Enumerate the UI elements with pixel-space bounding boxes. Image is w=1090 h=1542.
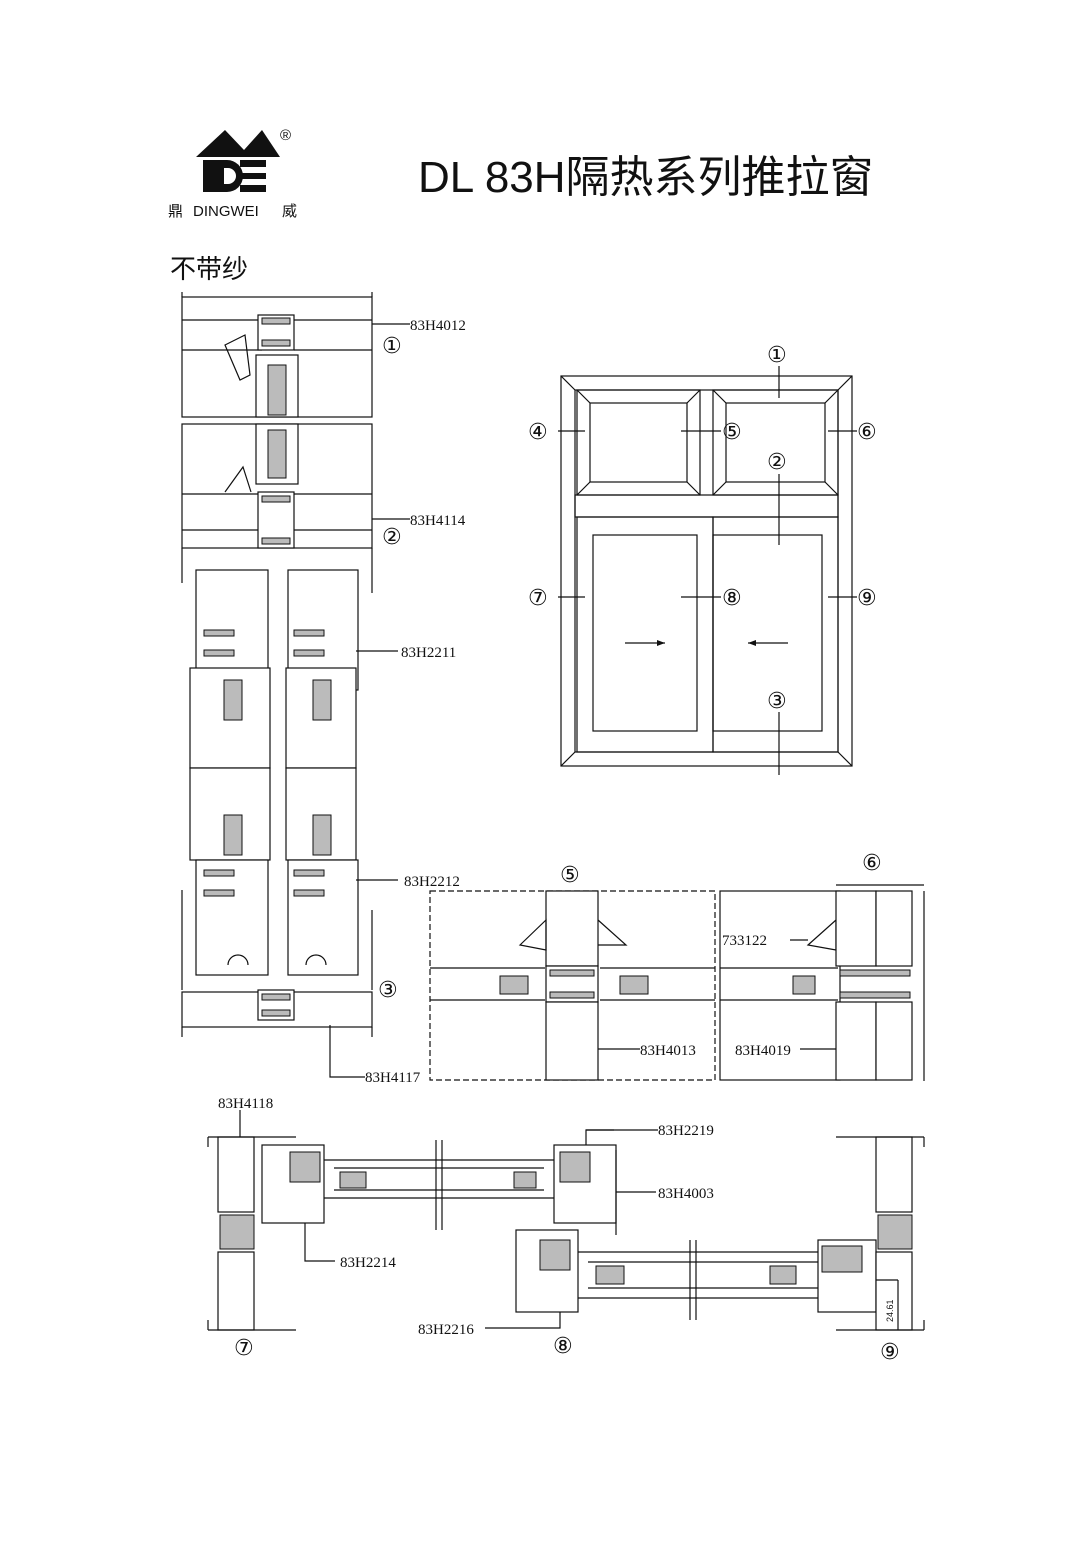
marker-3: ③ [378,978,398,1003]
page-title: DL 83H隔热系列推拉窗 [418,153,874,202]
registered-mark: ® [280,127,291,144]
part-label-83H2214: 83H2214 [340,1255,396,1271]
horizontal-section: 24.61 83H4118 83H2219 83H4003 83H2214 83… [207,1096,925,1365]
arrow-right-icon [657,640,665,646]
part-label-83H4117: 83H4117 [365,1070,421,1086]
part-label-83H4003: 83H4003 [658,1186,714,1202]
part-label-83H4118: 83H4118 [218,1096,273,1112]
part-label-83H2211: 83H2211 [401,645,456,661]
elev-marker-3: ③ [767,689,787,714]
elev-marker-9: ⑨ [857,586,877,611]
arrow-left-icon [748,640,756,646]
logo-brand: DINGWEI [193,203,259,220]
vertical-section [181,292,373,1037]
part-label-83H2216: 83H2216 [418,1322,474,1338]
vertical-section-callouts: 83H4012 ① 83H4114 ② 83H2211 83H2212 ③ 83… [329,318,466,1086]
detail-marker-5: ⑤ [560,863,580,888]
detail-5-6: ⑤ ⑥ 733122 83H4013 83H4019 [429,851,925,1081]
part-label-83H2219: 83H2219 [658,1123,714,1139]
section-marker-9: ⑨ [880,1340,900,1365]
part-label-83H4019: 83H4019 [735,1043,791,1059]
detail-marker-6: ⑥ [862,851,882,876]
section-subtitle: 不带纱 [170,255,248,285]
elev-marker-4: ④ [528,420,548,445]
section-marker-8: ⑧ [553,1334,573,1359]
elev-marker-2: ② [767,450,787,475]
elev-marker-8: ⑧ [722,586,742,611]
part-label-83H2212: 83H2212 [404,874,460,890]
elev-marker-5: ⑤ [722,420,742,445]
marker-2: ② [382,525,402,550]
part-label-83H4013: 83H4013 [640,1043,696,1059]
dimension-label: 24.61 [885,1299,895,1322]
section-marker-7: ⑦ [234,1336,254,1361]
part-label-733122: 733122 [722,933,767,949]
dingwei-logo: ® 鼎 DINGWEI 威 [168,127,297,220]
elev-marker-6: ⑥ [857,420,877,445]
part-label-83H4114: 83H4114 [410,513,466,529]
marker-1: ① [382,334,402,359]
logo-char-left: 鼎 [168,203,183,220]
window-elevation: ① ④ ⑤ ⑥ ② ⑦ ⑧ ⑨ ③ [528,343,877,775]
part-label-83H4012: 83H4012 [410,318,466,334]
elev-marker-1: ① [767,343,787,368]
logo-char-right: 威 [282,203,297,220]
elev-marker-7: ⑦ [528,586,548,611]
